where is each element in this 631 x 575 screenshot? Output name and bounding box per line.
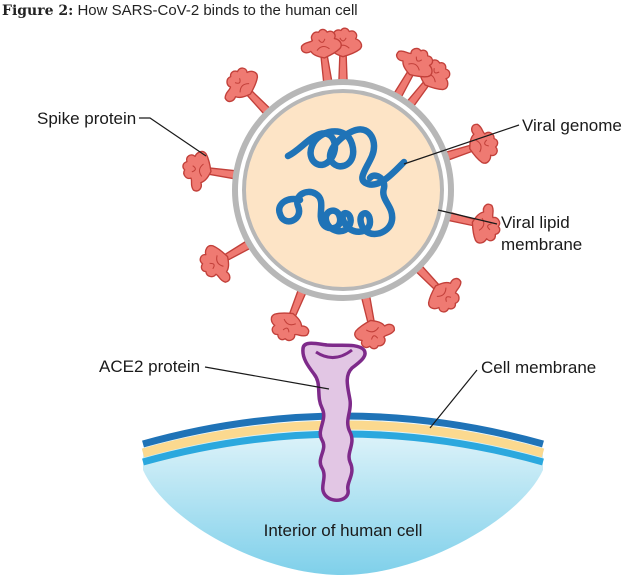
viral-genome-strand [276,126,408,238]
leader-lines [139,117,520,429]
leader-ace2-protein [204,366,330,390]
leader-spike-protein [139,117,207,157]
label-cell-membrane: Cell membrane [481,358,596,377]
leader-viral-genome [403,124,520,165]
viral-membrane-inner-ring [242,89,444,291]
virus-particle [179,26,506,353]
label-viral-genome: Viral genome [522,116,622,135]
figure-label: Figure 2: [2,3,74,19]
ace2-binding-pocket [315,348,353,359]
label-spike-protein: Spike protein [37,109,136,128]
spike-protein-icon [179,148,242,198]
leader-cell-membrane [429,369,478,429]
figure-title-text: How SARS-CoV-2 binds to the human cell [77,2,358,19]
label-interior: Interior of human cell [264,521,423,540]
labels: Spike protein Viral genome Viral lipid m… [37,109,622,540]
label-viral-lipid-line1: Viral lipid [501,213,570,232]
figure-title: Figure 2: How SARS-CoV-2 binds to the hu… [2,2,358,19]
label-ace2-protein: ACE2 protein [99,357,200,376]
label-viral-lipid-line2: membrane [501,235,582,254]
ace2-receptor-icon [301,341,367,502]
leader-viral-lipid-membrane [437,209,498,225]
